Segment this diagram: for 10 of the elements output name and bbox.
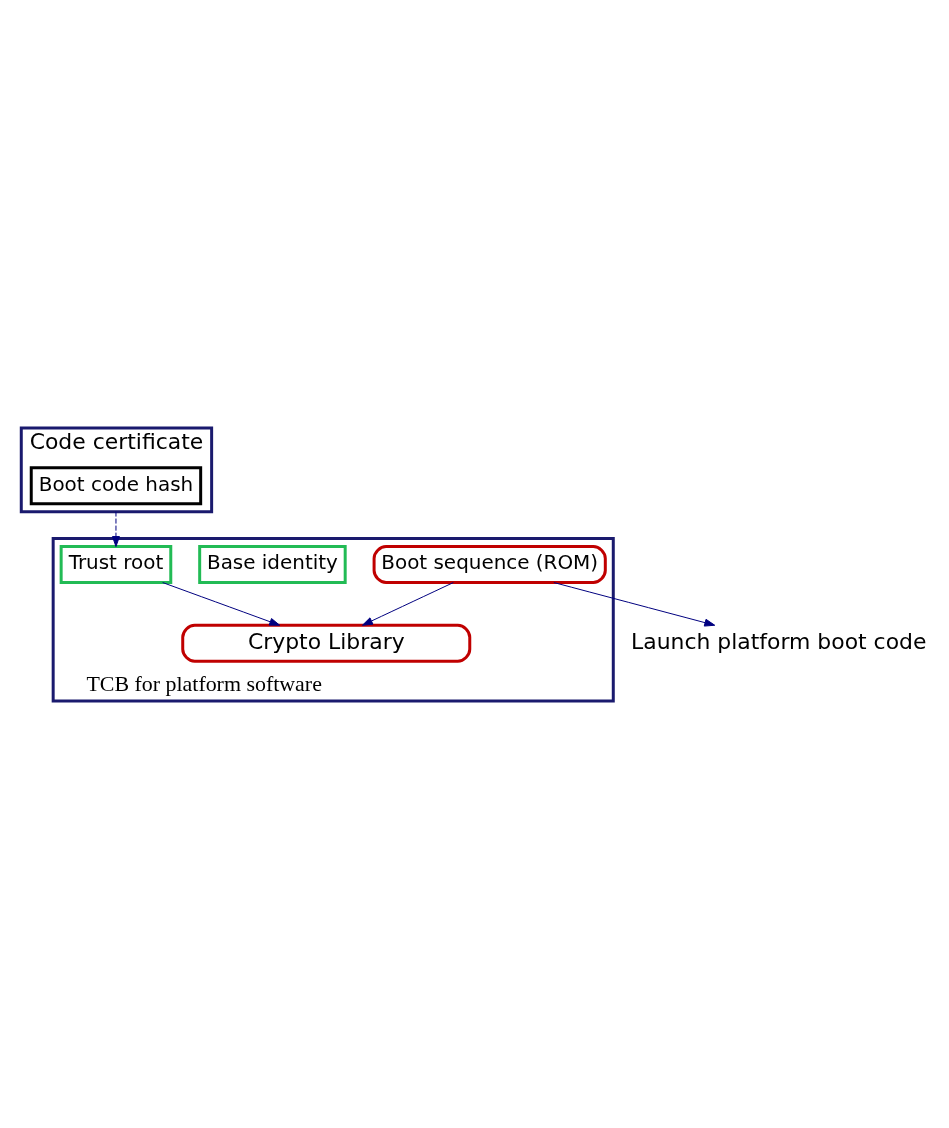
node-box: Boot sequence (ROM)	[372, 544, 607, 584]
node-box: Base identity	[198, 544, 347, 584]
arrow	[361, 581, 454, 626]
node-text: Launch platform boot code	[631, 628, 927, 654]
arrow	[553, 581, 716, 627]
arrow	[111, 510, 120, 547]
arrow	[162, 581, 281, 626]
node-box: Crypto Library	[181, 623, 472, 663]
node-box: Trust root	[59, 544, 173, 584]
node-box: Boot code hash	[29, 465, 203, 505]
